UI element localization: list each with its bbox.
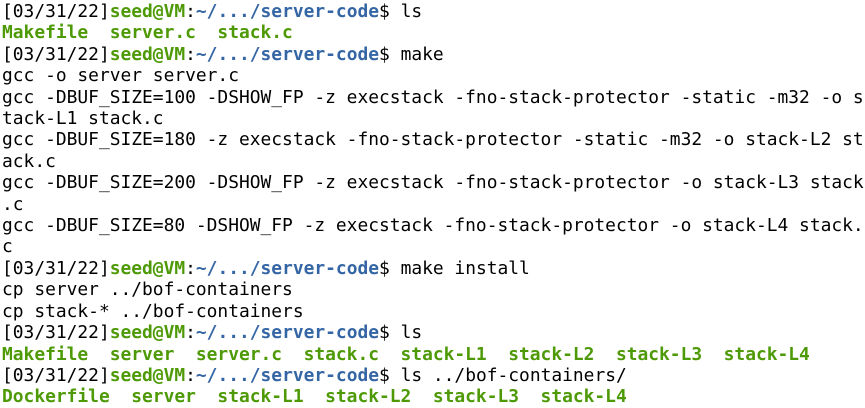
terminal-line-output: gcc -o server server.c [2, 65, 865, 86]
prompt-dollar: $ [379, 364, 401, 386]
output-text: c [2, 236, 13, 258]
prompt-colon: : [185, 43, 196, 65]
prompt-user-host: seed@VM [109, 43, 186, 65]
prompt-date: [03/31/22] [2, 257, 110, 279]
prompt-date: [03/31/22] [2, 1, 110, 22]
file-list: Makefile server.c stack.c [2, 22, 293, 44]
prompt-date: [03/31/22] [2, 322, 110, 344]
output-text: gcc -DBUF_SIZE=200 -DSHOW_FP -z execstac… [2, 172, 864, 194]
prompt-colon: : [185, 1, 196, 22]
output-text: gcc -DBUF_SIZE=80 -DSHOW_FP -z execstack… [2, 215, 864, 237]
command: ls [400, 322, 423, 344]
prompt-colon: : [185, 257, 196, 279]
output-text: gcc -DBUF_SIZE=100 -DSHOW_FP -z execstac… [2, 86, 864, 108]
output-text: tack-L1 stack.c [2, 108, 164, 130]
output-text: gcc -o server server.c [2, 65, 239, 87]
terminal-line-prompt: [03/31/22]seed@VM:~/.../server-code$ mak… [2, 258, 865, 279]
prompt-date: [03/31/22] [2, 364, 110, 386]
prompt-cwd: ~/.../server-code [195, 257, 380, 279]
prompt-date: [03/31/22] [2, 43, 110, 65]
prompt-user-host: seed@VM [109, 364, 186, 386]
terminal-line-output: gcc -DBUF_SIZE=200 -DSHOW_FP -z execstac… [2, 172, 865, 193]
prompt-user-host: seed@VM [109, 1, 186, 22]
terminal-line-prompt: [03/31/22]seed@VM:~/.../server-code$ mak… [2, 44, 865, 65]
terminal-line-prompt: [03/31/22]seed@VM:~/.../server-code$ ls [2, 322, 865, 343]
command: make install [400, 257, 530, 279]
prompt-colon: : [185, 322, 196, 344]
output-text: gcc -DBUF_SIZE=180 -z execstack -fno-sta… [2, 129, 864, 151]
prompt-cwd: ~/.../server-code [195, 322, 380, 344]
terminal-line-files: Makefile server server.c stack.c stack-L… [2, 344, 865, 365]
prompt-cwd: ~/.../server-code [195, 364, 380, 386]
terminal-line-output: c [2, 236, 865, 257]
file-list: Makefile server server.c stack.c stack-L… [2, 343, 810, 365]
prompt-dollar: $ [379, 257, 401, 279]
terminal-line-output: .c [2, 194, 865, 215]
terminal-line-output: tack-L1 stack.c [2, 108, 865, 129]
output-text: cp stack-* ../bof-containers [2, 300, 304, 322]
prompt-dollar: $ [379, 1, 401, 22]
prompt-colon: : [185, 364, 196, 386]
terminal-line-files: Dockerfile server stack-L1 stack-L2 stac… [2, 386, 865, 407]
prompt-dollar: $ [379, 322, 401, 344]
prompt-dollar: $ [379, 43, 401, 65]
output-text: .c [2, 193, 24, 215]
terminal-line-output: cp stack-* ../bof-containers [2, 301, 865, 322]
file-list: Dockerfile server stack-L1 stack-L2 stac… [2, 386, 627, 408]
prompt-cwd: ~/.../server-code [195, 1, 380, 22]
terminal-line-output: gcc -DBUF_SIZE=80 -DSHOW_FP -z execstack… [2, 215, 865, 236]
prompt-user-host: seed@VM [109, 322, 186, 344]
command: make [400, 43, 444, 65]
prompt-user-host: seed@VM [109, 257, 186, 279]
terminal-line-output: ack.c [2, 151, 865, 172]
terminal-line-prompt: [03/31/22]seed@VM:~/.../server-code$ ls [2, 1, 865, 22]
terminal-line-output: gcc -DBUF_SIZE=180 -z execstack -fno-sta… [2, 129, 865, 150]
command: ls ../bof-containers/ [400, 364, 627, 386]
terminal-line-prompt: [03/31/22]seed@VM:~/.../server-code$ ls … [2, 365, 865, 386]
output-text: ack.c [2, 150, 56, 172]
command: ls [400, 1, 423, 22]
output-text: cp server ../bof-containers [2, 279, 293, 301]
terminal-line-output: cp server ../bof-containers [2, 279, 865, 300]
terminal-line-output: gcc -DBUF_SIZE=100 -DSHOW_FP -z execstac… [2, 87, 865, 108]
terminal-line-files: Makefile server.c stack.c [2, 22, 865, 43]
prompt-cwd: ~/.../server-code [195, 43, 380, 65]
